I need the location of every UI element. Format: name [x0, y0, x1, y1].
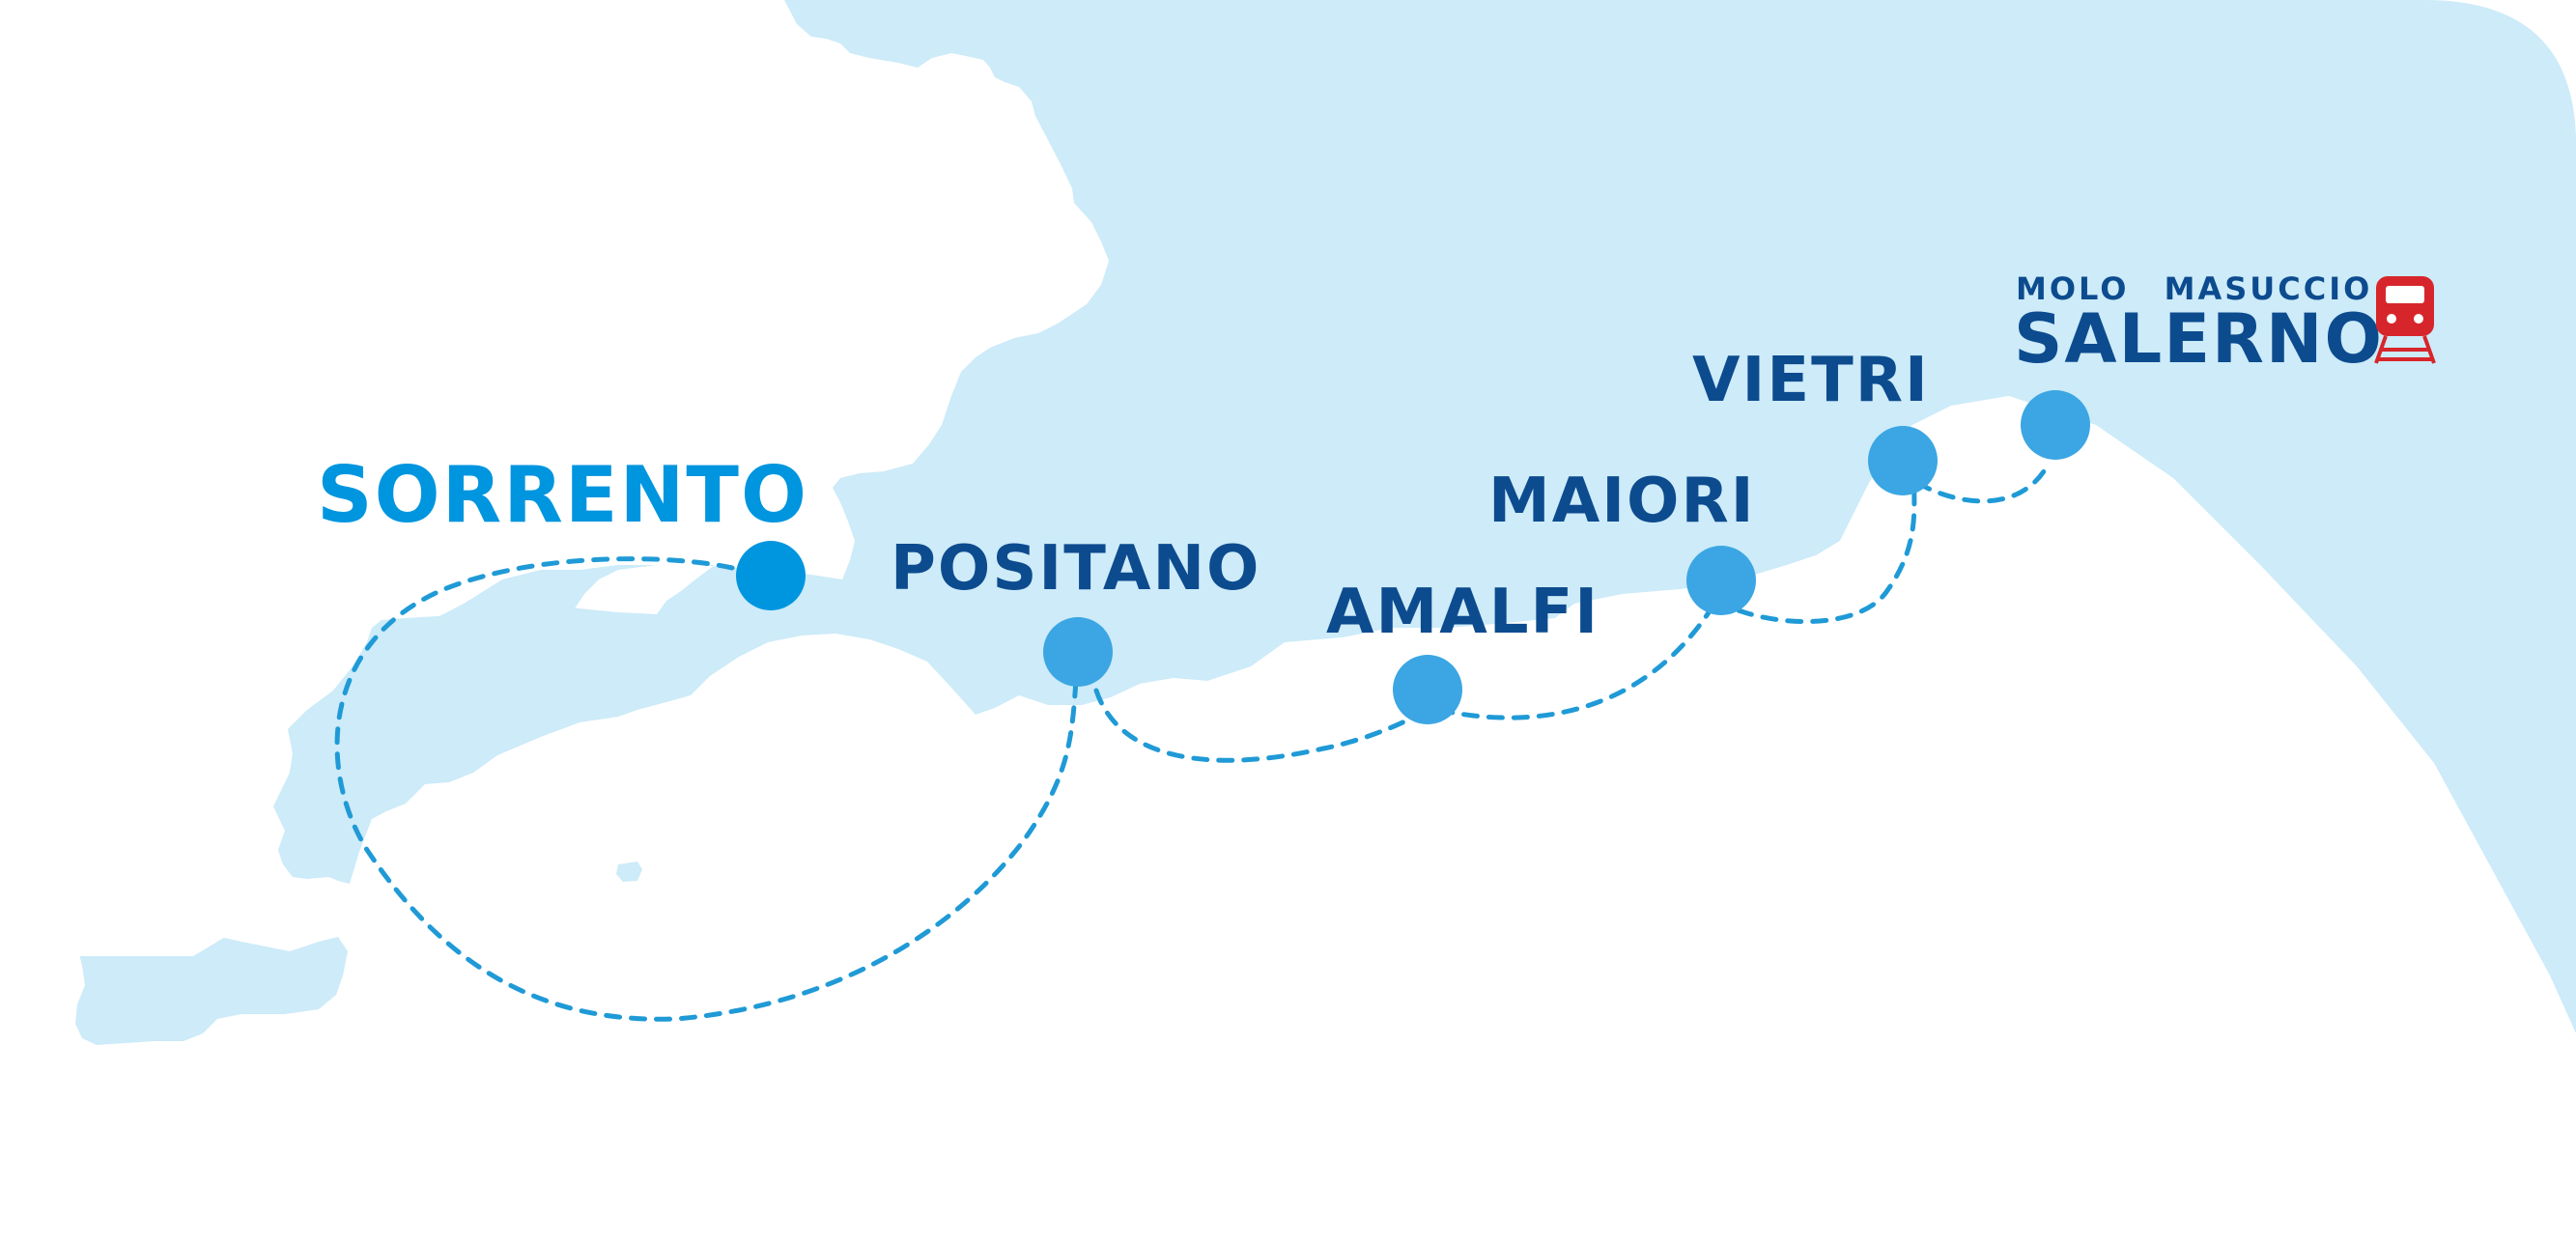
stop-marker-sorrento[interactable]	[736, 541, 806, 610]
route-segment	[1093, 688, 1430, 763]
port-label-salerno[interactable]: SALERNO	[2014, 299, 2384, 379]
stop-marker-positano[interactable]	[1043, 617, 1113, 687]
stop-marker-vietri[interactable]	[1868, 426, 1938, 495]
route-segment	[1736, 470, 1917, 624]
port-label-positano[interactable]: POSITANO	[891, 533, 1260, 605]
port-label-vietri[interactable]: VIETRI	[1692, 345, 1930, 416]
stop-marker-maiori[interactable]	[1686, 546, 1756, 615]
port-sublabel-salerno: MOLO MASUCCIO	[2016, 270, 2372, 307]
amalfi-mainland	[350, 396, 2576, 1243]
route-segment	[334, 556, 1080, 1022]
islet	[616, 862, 642, 882]
port-label-sorrento[interactable]: SORRENTO	[317, 450, 808, 540]
route-segment	[1914, 466, 2049, 504]
sorrento-peninsula	[0, 0, 1109, 956]
stop-marker-salerno[interactable]	[2021, 390, 2090, 460]
stop-marker-amalfi[interactable]	[1393, 655, 1462, 724]
train-station-icon	[2374, 276, 2436, 364]
ferry-stops	[736, 390, 2090, 724]
port-label-amalfi[interactable]: AMALFI	[1326, 577, 1599, 648]
port-label-maiori[interactable]: MAIORI	[1488, 466, 1756, 537]
route-segment	[1436, 601, 1717, 720]
sorrento-bay	[273, 570, 869, 884]
gulf-of-salerno	[273, 0, 2576, 1033]
ferry-route	[334, 466, 2049, 1022]
